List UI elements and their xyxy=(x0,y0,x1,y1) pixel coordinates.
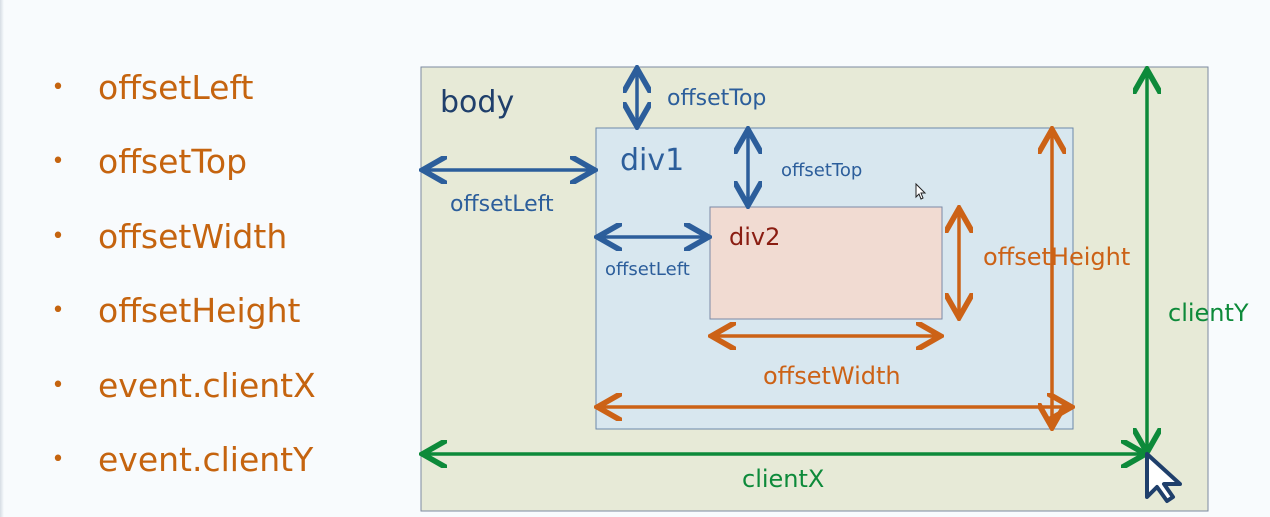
body-label: body xyxy=(440,85,514,120)
offset-height-label: offsetHeight xyxy=(983,243,1130,271)
left-edge-shadow xyxy=(0,0,4,517)
div1-label: div1 xyxy=(620,143,684,178)
bullet-item: • event.clientX xyxy=(48,358,388,432)
bullet-label-offsetheight: offsetHeight xyxy=(98,291,301,331)
bullet-item: • offsetHeight xyxy=(48,283,388,357)
div1-offset-left-label: offsetLeft xyxy=(450,192,554,217)
bullet-item: • offsetLeft xyxy=(48,60,388,134)
bullet-item: • offsetWidth xyxy=(48,209,388,283)
bullet-dot: • xyxy=(51,446,65,472)
bullet-dot: • xyxy=(51,75,65,100)
bullet-label-clienty: event.clientY xyxy=(98,439,314,479)
div2-offset-left-label: offsetLeft xyxy=(605,259,690,280)
bullet-dot: • xyxy=(51,298,65,324)
pointer-cursor-icon xyxy=(915,182,927,200)
bullet-dot: • xyxy=(51,372,65,398)
div2-box xyxy=(709,206,943,320)
bullet-label-offsettop: offsetTop xyxy=(98,142,248,182)
bullet-item: • event.clientY xyxy=(48,432,388,506)
div2-label: div2 xyxy=(729,223,780,251)
mouse-cursor-icon xyxy=(1145,452,1182,503)
bullet-list: • offsetLeft • offsetTop • offsetWidth •… xyxy=(48,60,388,506)
div1-offset-top-label: offsetTop xyxy=(667,86,766,111)
client-y-label: clientY xyxy=(1168,299,1249,327)
bullet-label-offsetwidth: offsetWidth xyxy=(98,216,288,256)
bullet-dot: • xyxy=(51,149,65,175)
bullet-dot: • xyxy=(51,223,65,249)
client-x-label: clientX xyxy=(742,465,824,493)
bullet-label-offsetleft: offsetLeft xyxy=(98,68,254,107)
bullet-label-clientx: event.clientX xyxy=(98,365,316,405)
div2-offset-top-label: offsetTop xyxy=(781,160,862,181)
bullet-item: • offsetTop xyxy=(48,134,388,208)
offset-width-label: offsetWidth xyxy=(763,362,901,390)
